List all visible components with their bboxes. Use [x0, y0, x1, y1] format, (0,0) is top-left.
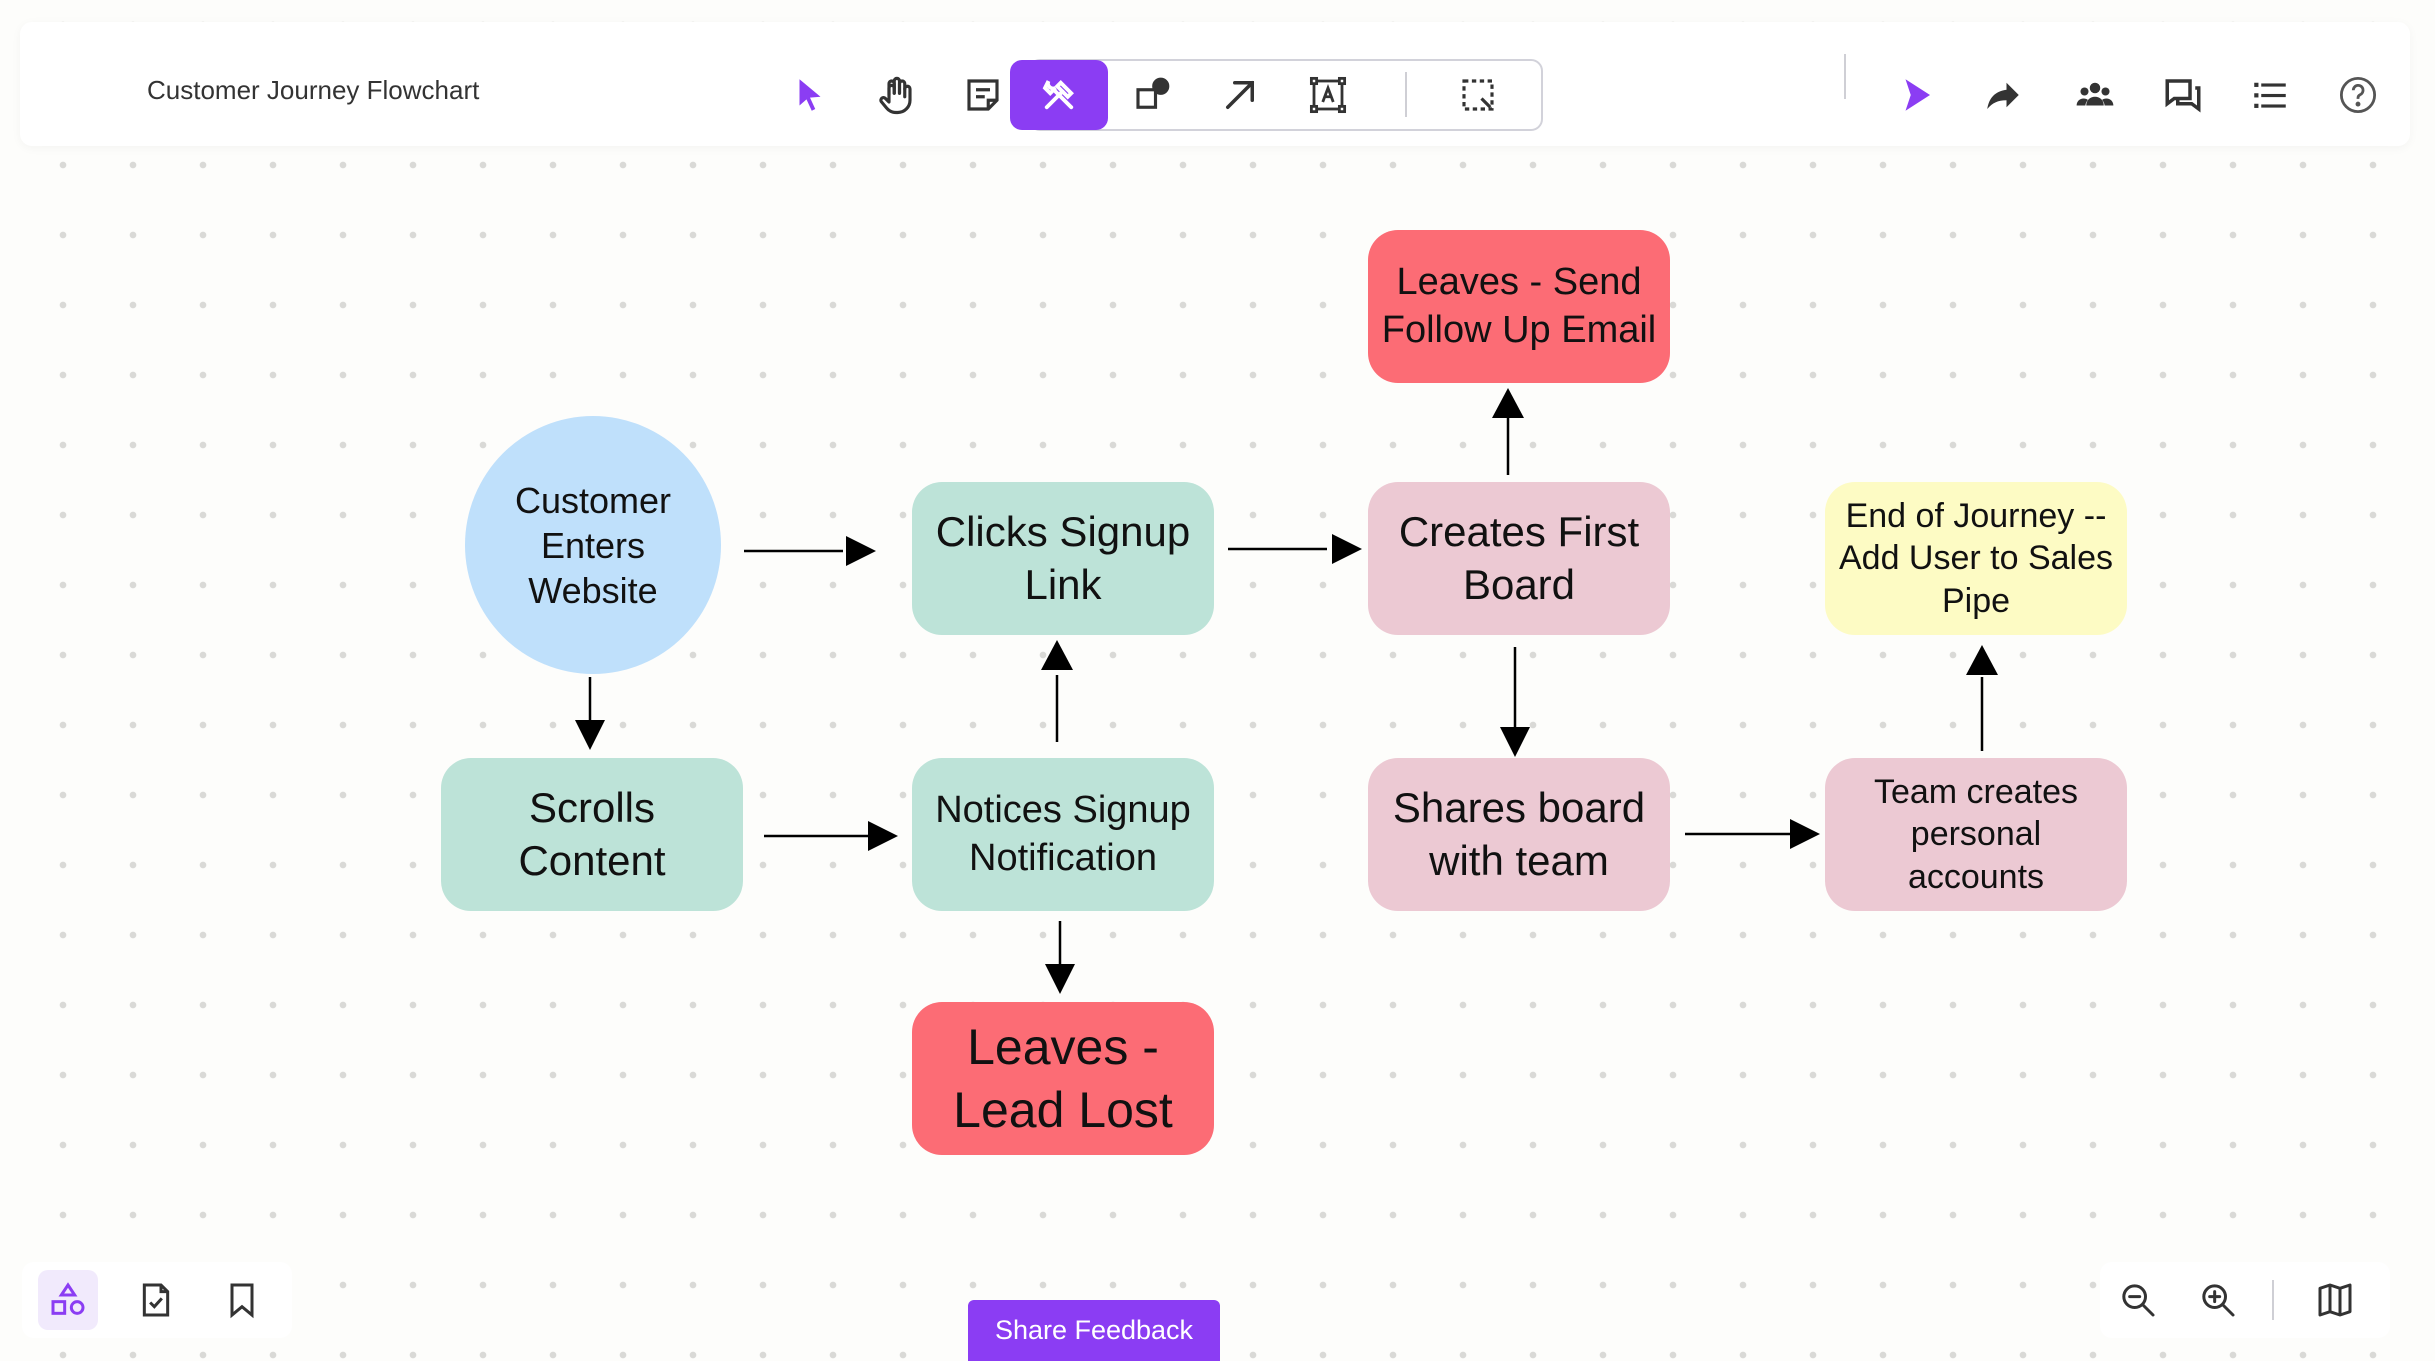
minimap-button[interactable]: [2305, 1270, 2365, 1330]
connector-tool[interactable]: [1200, 60, 1280, 130]
node-label: End of Journey -- Add User to Sales Pipe: [1838, 496, 2114, 620]
zoom-divider: [2272, 1280, 2274, 1320]
shapes-panel-button[interactable]: [38, 1270, 98, 1330]
bottom-left-panel: [22, 1262, 292, 1338]
pan-tool[interactable]: [856, 60, 936, 130]
shapes-tool[interactable]: [1112, 60, 1192, 130]
frame-select-tool[interactable]: [1438, 60, 1518, 130]
select-tool[interactable]: [770, 60, 850, 130]
toolbar-divider-right: [1844, 54, 1846, 99]
node-scrolls-content[interactable]: Scrolls Content: [441, 758, 743, 911]
play-icon: [1905, 79, 1930, 111]
sticky-note-tool[interactable]: [943, 60, 1023, 130]
collaborators-button[interactable]: [2055, 60, 2135, 130]
node-label: Clicks Signup Link: [935, 508, 1191, 608]
shapes-icon: [1136, 77, 1170, 109]
node-shares-board-with-team[interactable]: Shares board with team: [1368, 758, 1670, 911]
node-label: Notices Signup Notification: [935, 789, 1191, 879]
node-leaves-follow-up-email[interactable]: Leaves - Send Follow Up Email: [1368, 230, 1670, 383]
bookmark-button[interactable]: [212, 1270, 272, 1330]
wrench-hammer-icon: [1042, 80, 1074, 110]
share-arrow-icon: [1987, 82, 2019, 109]
node-team-creates-accounts[interactable]: Team creates personal accounts: [1825, 758, 2127, 911]
arrow-diagonal-icon: [1226, 81, 1254, 109]
checklist-button[interactable]: [126, 1270, 186, 1330]
shapes-panel-icon: [51, 1282, 85, 1315]
node-leaves-lead-lost[interactable]: Leaves - Lead Lost: [912, 1002, 1214, 1155]
node-end-of-journey[interactable]: End of Journey -- Add User to Sales Pipe: [1825, 482, 2127, 635]
node-clicks-signup-link[interactable]: Clicks Signup Link: [912, 482, 1214, 635]
node-customer-enters-website[interactable]: Customer Enters Website: [465, 416, 721, 674]
checklist-doc-icon: [142, 1283, 170, 1317]
node-label: Shares board with team: [1392, 784, 1646, 884]
document-title[interactable]: Customer Journey Flowchart: [147, 75, 480, 105]
text-tool[interactable]: [1288, 60, 1368, 130]
node-label: Scrolls Content: [518, 784, 666, 884]
share-button[interactable]: [1963, 60, 2043, 130]
node-notices-signup-notification[interactable]: Notices Signup Notification: [912, 758, 1214, 911]
help-button[interactable]: [2318, 60, 2398, 130]
list-icon: [2254, 82, 2286, 108]
zoom-out-button[interactable]: [2108, 1270, 2168, 1330]
map-icon: [2318, 1283, 2352, 1317]
top-toolbar: Customer Journey Flowchart: [20, 22, 2410, 146]
zoom-in-button[interactable]: [2188, 1270, 2248, 1330]
comments-button[interactable]: [2143, 60, 2223, 130]
bottom-right-panel: [2100, 1262, 2390, 1338]
cursor-arrow-icon: [799, 79, 821, 111]
text-frame-icon: [1309, 76, 1347, 114]
hand-icon: [879, 76, 912, 115]
node-label: Creates First Board: [1398, 508, 1640, 608]
present-button[interactable]: [1876, 60, 1956, 130]
bookmark-icon: [230, 1283, 254, 1319]
node-label: Leaves - Lead Lost: [953, 1019, 1173, 1138]
node-label: Team creates personal accounts: [1873, 772, 2079, 896]
outline-button[interactable]: [2230, 60, 2310, 130]
node-label: Leaves - Send Follow Up Email: [1381, 261, 1657, 351]
share-feedback-button[interactable]: Share Feedback: [968, 1300, 1220, 1361]
tools-button[interactable]: [1010, 60, 1108, 130]
comments-icon: [2165, 79, 2201, 113]
dashed-select-icon: [1462, 79, 1494, 111]
help-circle-icon: [2339, 76, 2377, 114]
users-icon: [2076, 82, 2114, 106]
node-label: Customer Enters Website: [514, 479, 672, 611]
sticky-note-icon: [967, 79, 999, 111]
node-creates-first-board[interactable]: Creates First Board: [1368, 482, 1670, 635]
zoom-in-icon: [2202, 1284, 2235, 1317]
toolbar-divider: [1405, 72, 1407, 117]
zoom-out-icon: [2122, 1284, 2155, 1317]
